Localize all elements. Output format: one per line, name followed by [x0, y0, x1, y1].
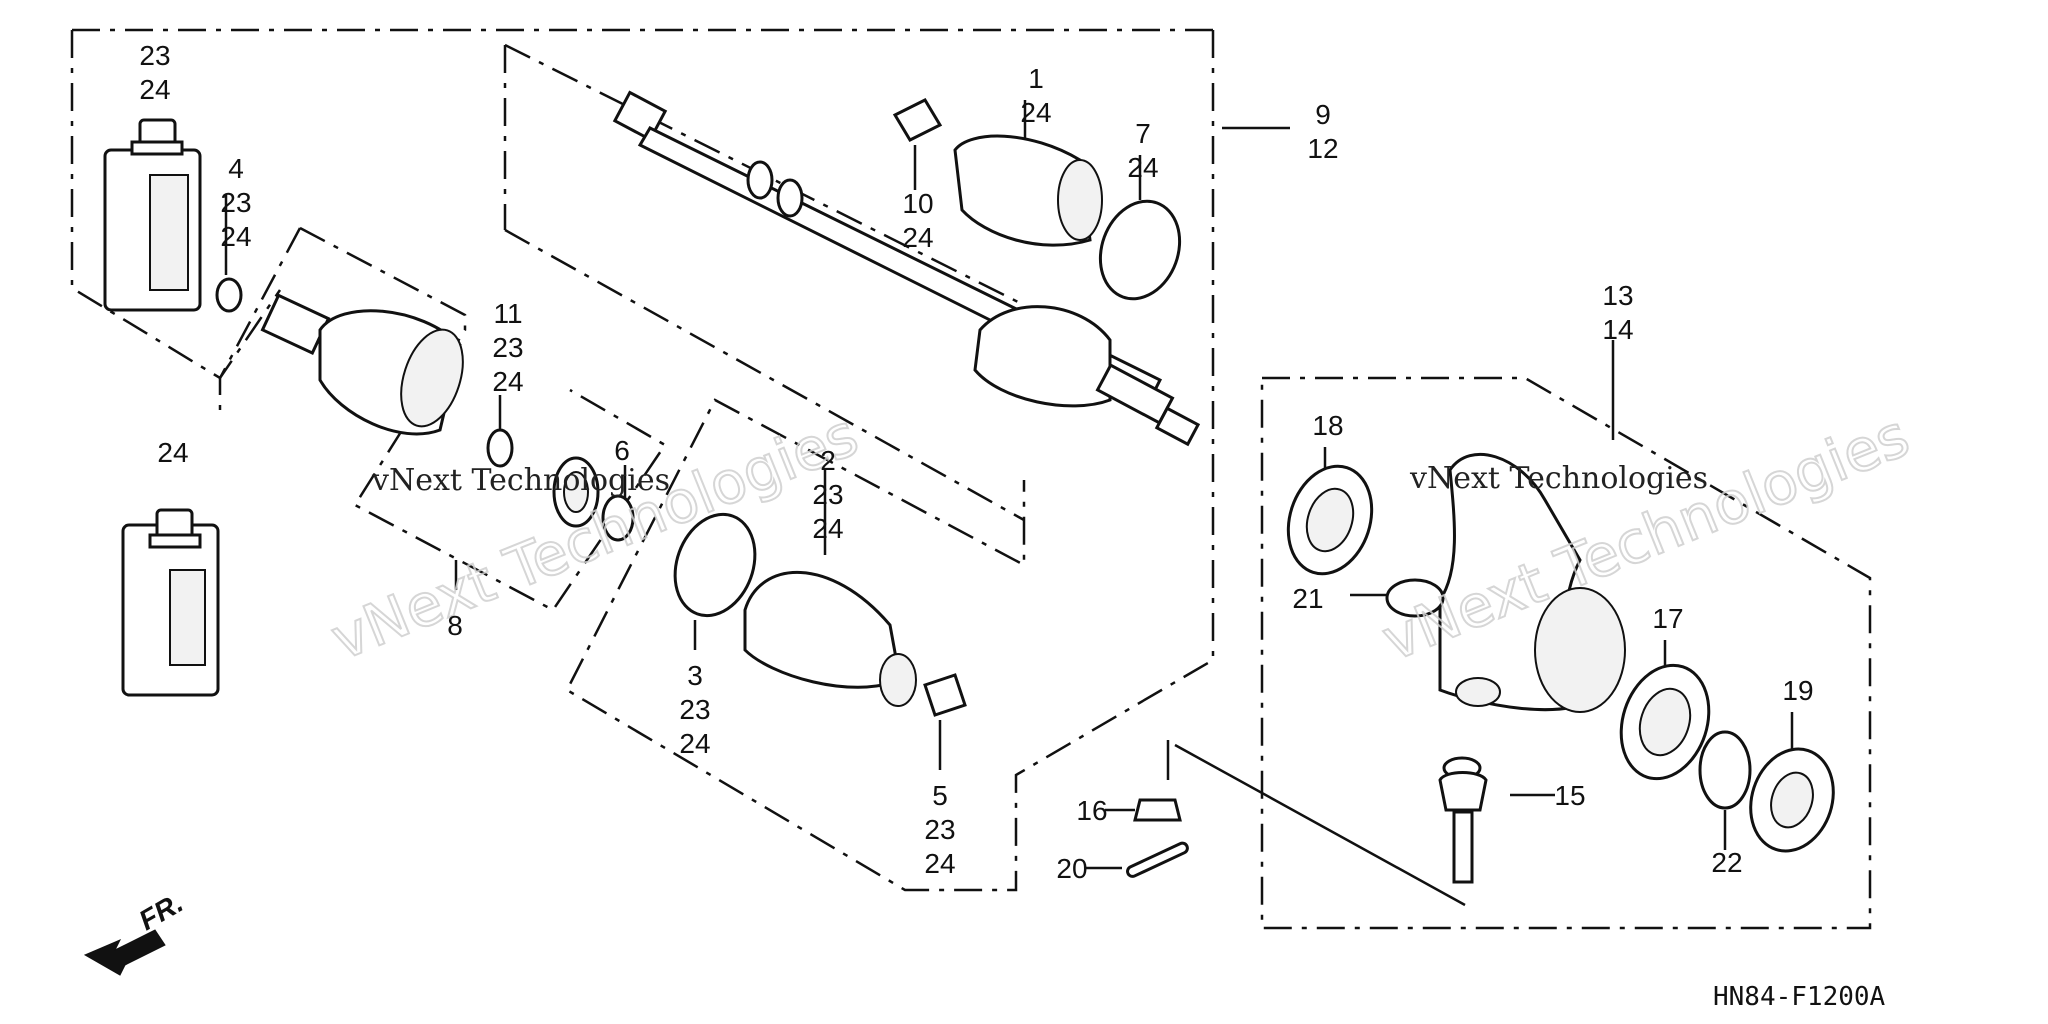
callout-17-line-0: 17 — [1652, 603, 1683, 634]
group-outline-inner-joint — [299, 226, 667, 612]
band-3-icon — [673, 512, 757, 618]
inner-cv-joint-icon — [260, 293, 464, 436]
boot-1-icon — [953, 134, 1103, 247]
callout-20-line-0: 20 — [1056, 853, 1087, 884]
group-outline-knuckle — [1260, 376, 1872, 930]
callout-10-line-0: 10 — [902, 188, 933, 219]
callout-7-line-1: 24 — [1127, 152, 1158, 183]
snap-ring-6-icon — [601, 494, 635, 542]
callout-10-line-1: 24 — [902, 222, 933, 253]
callout-3-line-2: 24 — [679, 728, 710, 759]
watermark-dark-right: vNext Technologies — [1409, 461, 1708, 496]
callout-9-line-0: 9 — [1315, 99, 1331, 130]
oil-bottle-icon — [121, 508, 220, 697]
ball-joint-15-icon — [1438, 756, 1488, 884]
callout-1-line-0: 1 — [1028, 63, 1044, 94]
callout-9-line-1: 12 — [1307, 133, 1338, 164]
callout-7-line-0: 7 — [1135, 118, 1151, 149]
snap-ring-21-icon — [1385, 578, 1445, 618]
callout-18-line-0: 18 — [1312, 410, 1343, 441]
boot-2-icon — [743, 570, 917, 707]
callout-3-line-0: 3 — [687, 660, 703, 691]
group-outline-driveshaft — [565, 30, 1215, 892]
callout-3-line-1: 23 — [679, 694, 710, 725]
callout-16-line-0: 16 — [1076, 795, 1107, 826]
callout-21-line-0: 21 — [1292, 583, 1323, 614]
watermark-dark-left: vNext Technologies — [371, 463, 670, 498]
diagram-code: HN84-F1200A — [1713, 982, 1886, 1012]
callout-11-line-0: 11 — [493, 298, 522, 329]
callout-2-line-1: 23 — [812, 479, 843, 510]
callout-4-line-1: 23 — [220, 187, 251, 218]
callout-11-line-2: 24 — [492, 366, 523, 397]
callout-2-line-2: 24 — [812, 513, 843, 544]
clip-11-icon — [486, 428, 514, 468]
callout-13-line-1: 14 — [1602, 314, 1633, 345]
callout-22-line-0: 22 — [1711, 847, 1742, 878]
callout-5-line-0: 5 — [932, 780, 948, 811]
band-7-icon — [1098, 199, 1182, 301]
clip-5-icon — [923, 673, 967, 717]
front-direction-label: FR. — [134, 887, 189, 936]
grease-bottle-icon — [103, 118, 202, 312]
callout-5-line-2: 24 — [924, 848, 955, 879]
callout-11-line-1: 23 — [492, 332, 523, 363]
snap-ring-22-icon — [1698, 730, 1752, 810]
callout-13-line-0: 13 — [1602, 280, 1633, 311]
callout-4-line-2: 24 — [220, 221, 251, 252]
o-ring-4-icon — [215, 277, 243, 313]
callout-15-line-0: 15 — [1554, 780, 1585, 811]
callout-24-bottle-line-0: 24 — [157, 437, 188, 468]
callout-5-line-1: 23 — [924, 814, 955, 845]
callout-1-line-1: 24 — [1020, 97, 1051, 128]
callout-2-line-0: 2 — [820, 445, 836, 476]
front-direction-arrow-icon — [83, 929, 166, 976]
callout-23-24-top-line-1: 24 — [139, 74, 170, 105]
knuckle-icon — [1438, 452, 1626, 713]
clip-10-icon — [892, 98, 943, 142]
callout-labels: 2324423242411232468124724102491222324323… — [139, 40, 1813, 884]
callout-8-line-0: 8 — [447, 610, 463, 641]
drive-shaft-icon — [612, 90, 1201, 447]
group-outline-fluid — [70, 30, 282, 380]
callout-19-line-0: 19 — [1782, 675, 1813, 706]
callout-23-24-top-line-0: 23 — [139, 40, 170, 71]
cotter-pin-20-icon — [1126, 841, 1189, 878]
castle-nut-16-icon — [1133, 798, 1182, 822]
callout-4-line-0: 4 — [228, 153, 244, 184]
callout-6-line-0: 6 — [614, 435, 630, 466]
